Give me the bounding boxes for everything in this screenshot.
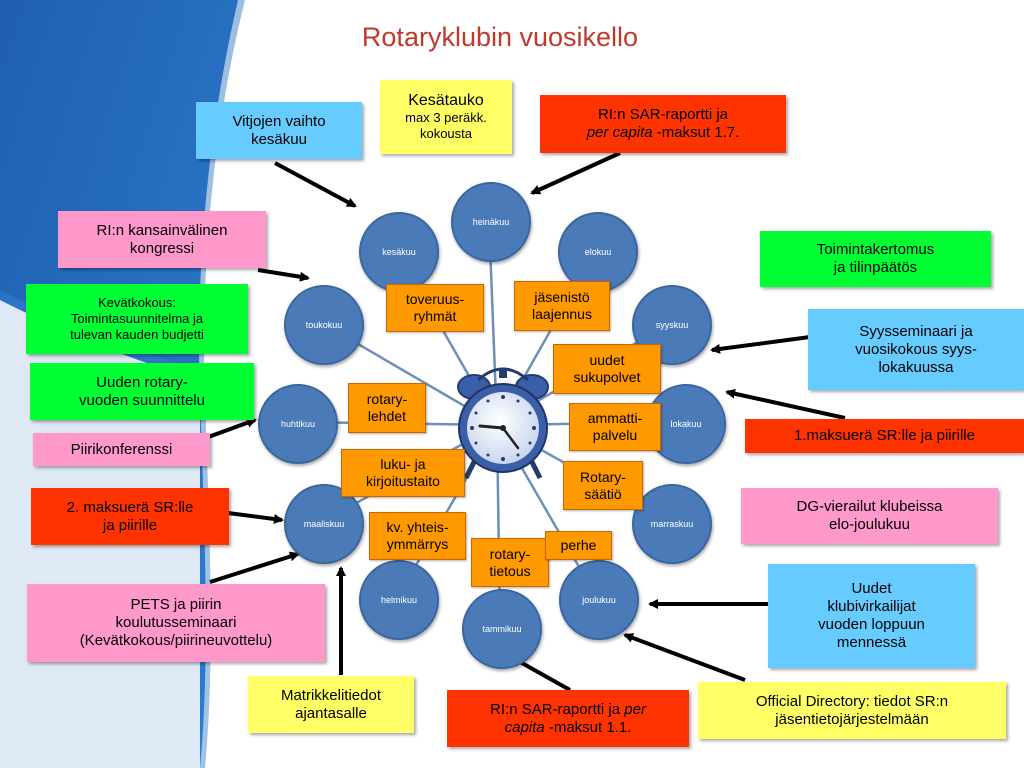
theme-ammattipalvelu: ammatti-palvelu <box>569 403 661 451</box>
callout-line: Syysseminaari ja <box>859 322 973 340</box>
theme-line: lehdet <box>367 408 407 424</box>
callout-line: Matrikkelitiedot <box>280 686 382 704</box>
month-helmikuu: helmikuu <box>359 560 439 640</box>
theme-line: Rotary- <box>580 468 626 485</box>
theme-line: laajennus <box>532 306 592 322</box>
callout-line: (Kevätkokous/piirineuvottelu) <box>79 632 273 649</box>
theme-line: kv. yhteis- <box>386 519 449 535</box>
theme-line: jäsenistö <box>534 289 590 305</box>
theme-line: uudet <box>589 352 625 368</box>
month-maaliskuu: maaliskuu <box>284 484 364 564</box>
theme-line: ammatti- <box>587 410 643 426</box>
callout-line: vuoden suunnittelu <box>79 391 205 409</box>
month-marraskuu: marraskuu <box>632 484 712 564</box>
callout-piirikonferenssi: Piirikonferenssi <box>33 433 210 466</box>
callout-line: PETS ja piirin <box>130 596 222 613</box>
theme-line: luku- ja <box>380 456 426 472</box>
callout-line: 2. maksuerä SR:lle <box>66 498 194 516</box>
callout-italic: per <box>624 700 646 718</box>
callout-line: Uudet <box>851 580 892 597</box>
theme-rotary-tietous: rotary-tietous <box>471 538 549 587</box>
theme-kv-yhteisymmarrys: kv. yhteis-ymmärrys <box>369 512 466 560</box>
theme-line: sukupolvet <box>573 369 641 385</box>
theme-line: kirjoitustaito <box>366 473 440 489</box>
month-elokuu: elokuu <box>558 212 638 292</box>
theme-line: tietous <box>489 562 531 579</box>
callout-line: RI:n SAR-raportti ja <box>597 106 729 123</box>
callout-line: Kevätkokous: <box>97 295 177 310</box>
callout-line: Toimintakertomus <box>816 241 935 258</box>
callout-line: RI:n kansainvälinen <box>96 221 228 239</box>
month-huhtikuu: huhtikuu <box>258 384 338 464</box>
theme-perhe: perhe <box>545 531 612 560</box>
month-toukokuu: toukokuu <box>284 285 364 365</box>
callout-line: Vitjojen vaihto <box>232 112 326 130</box>
callout-line: klubivirkailijat <box>827 598 916 615</box>
callout-line: kesäkuu <box>251 130 307 148</box>
callout-line: elo-joulukuu <box>829 516 910 533</box>
callout-line: Toimintasuunnitelma ja <box>70 311 204 326</box>
callout-line: max 3 peräkk. <box>405 110 487 125</box>
theme-line: säätiö <box>584 485 622 502</box>
callout-line: koulutusseminaari <box>115 614 237 631</box>
callout-line: -maksut 1.1. <box>544 718 632 736</box>
callout-line: Uuden rotary- <box>96 373 188 391</box>
theme-line: rotary- <box>366 391 408 407</box>
month-kesakuu: kesäkuu <box>359 212 439 292</box>
callout-line: DG-vierailut klubeissa <box>796 498 943 515</box>
callout-italic: per capita <box>586 124 653 141</box>
callout-line: jäsentietojärjestelmään <box>775 710 929 728</box>
callout-line: kongressi <box>129 239 195 257</box>
page-title: Rotaryklubin vuosikello <box>361 22 639 52</box>
callout-line: vuosikokous syys- <box>855 340 977 358</box>
callout-line: ja tilinpäätös <box>833 259 918 276</box>
theme-line: toveruus- <box>405 291 465 307</box>
callout-line: ja piirille <box>102 516 158 534</box>
theme-rotary-lehdet: rotary-lehdet <box>348 383 426 433</box>
callout-line: -maksut 1.7. <box>652 124 740 141</box>
month-joulukuu: joulukuu <box>559 560 639 640</box>
callout-maksuera-1: 1.maksuerä SR:lle ja piirille <box>745 419 1024 453</box>
callout-line: ajantasalle <box>295 704 367 722</box>
theme-line: palvelu <box>592 427 638 443</box>
theme-rotary-saatio: Rotary-säätiö <box>563 461 643 510</box>
callout-line: lokakuussa <box>878 358 954 376</box>
callout-line: RI:n SAR-raportti ja <box>490 700 625 718</box>
callout-sar-january: RI:n SAR-raportti ja per capita -maksut 1… <box>447 690 689 747</box>
callout-uuden-rotaryvuoden: Uuden rotary-vuoden suunnittelu <box>30 363 254 420</box>
theme-line: rotary- <box>489 545 531 562</box>
callout-line: vuoden loppuun <box>818 616 925 633</box>
callout-line: kokousta <box>419 126 473 141</box>
theme-line: ryhmät <box>413 308 457 324</box>
callout-line: tulevan kauden budjetti <box>70 327 204 342</box>
callout-italic: capita <box>504 718 545 736</box>
month-tammikuu: tammikuu <box>462 589 542 669</box>
callout-line: Official Directory: tiedot SR:n <box>755 692 949 710</box>
callout-line: Kesätauko <box>408 92 484 109</box>
callout-line: mennessä <box>836 634 907 651</box>
theme-toveruusryhmat: toveruus-ryhmät <box>386 284 484 332</box>
theme-line: ymmärrys <box>386 536 449 552</box>
month-heinakuu: heinäkuu <box>451 182 531 262</box>
alarm-clock-icon <box>457 367 549 480</box>
